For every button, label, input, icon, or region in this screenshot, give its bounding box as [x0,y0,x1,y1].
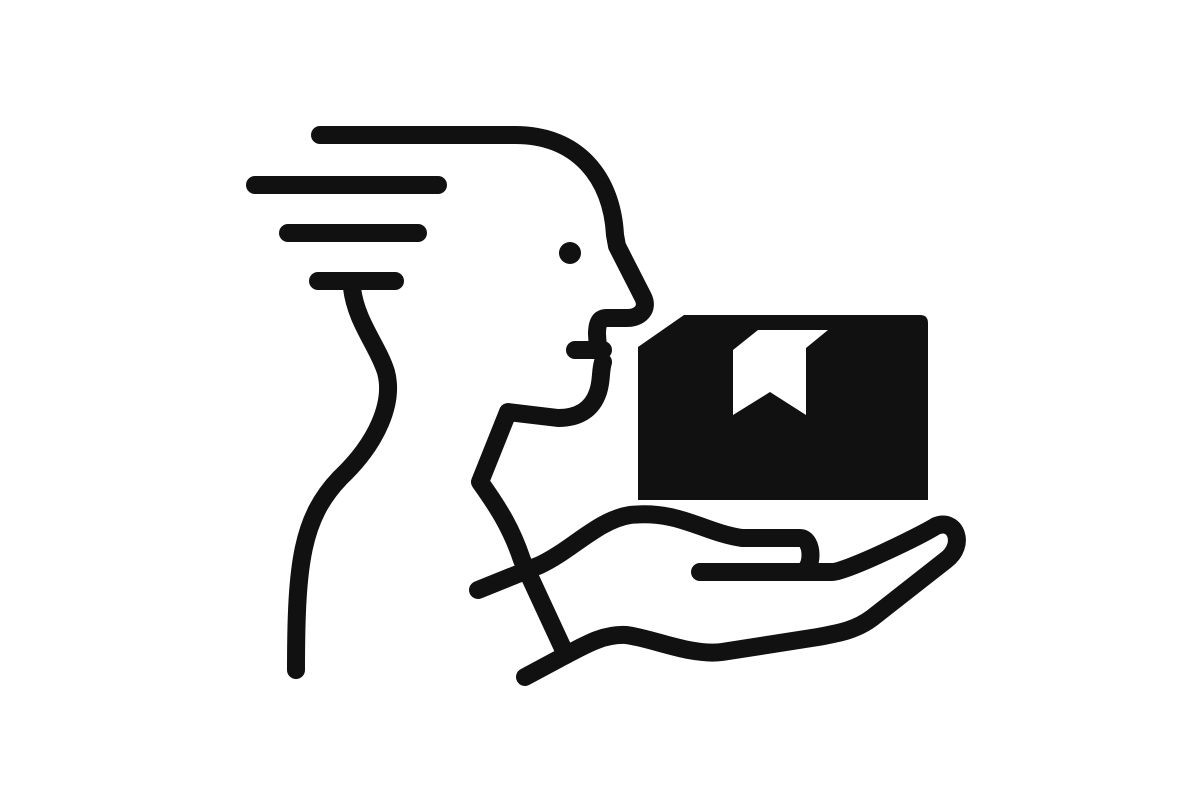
head-profile [311,126,654,359]
eye-icon [559,242,581,264]
chin-neck [471,353,612,664]
hand-icon [469,505,966,686]
box-label-tag [733,330,828,415]
speed-lines [246,176,447,290]
package-box-icon [638,315,928,500]
back-neck [287,279,397,679]
